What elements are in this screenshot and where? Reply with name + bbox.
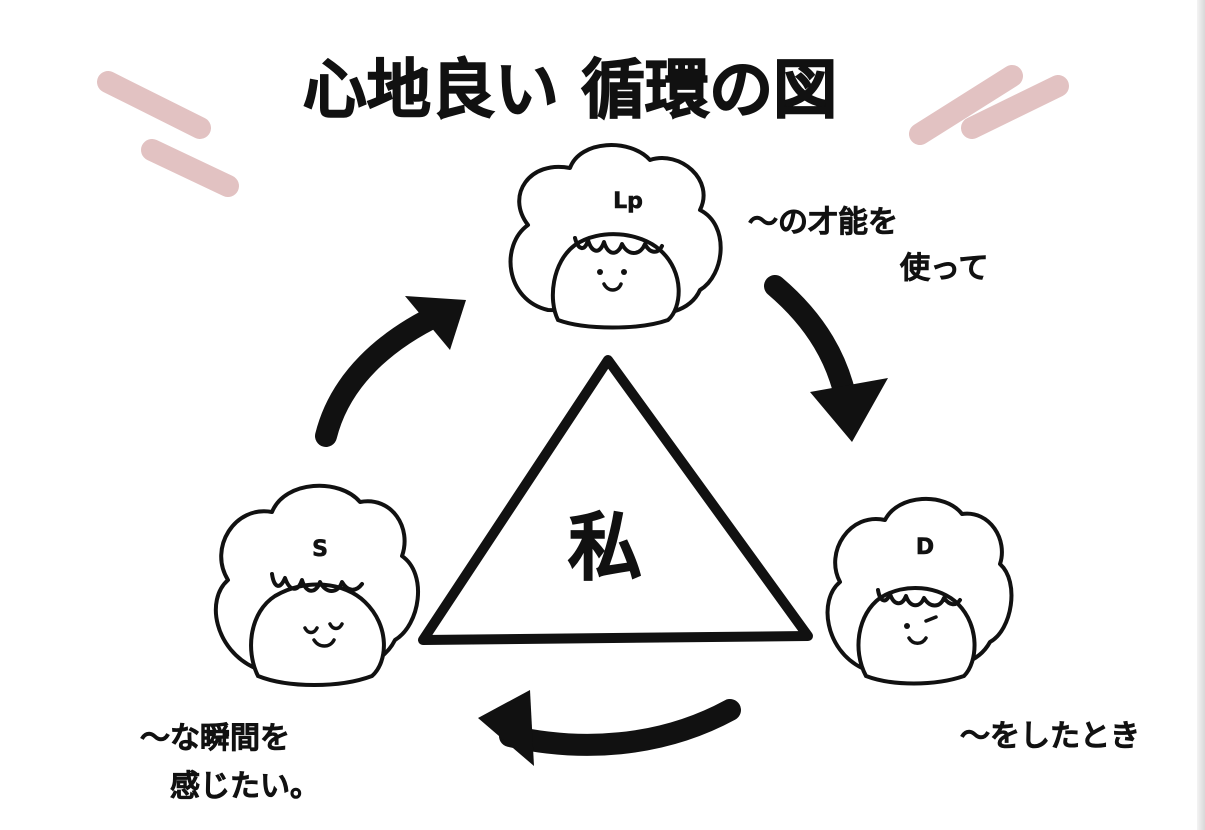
character-bottom-right-bangs: [876, 588, 962, 608]
accent-stroke-left-1: [97, 71, 211, 139]
character-top-eye-left: [597, 269, 603, 275]
diagram-title: 心地良い 循環の図: [303, 54, 837, 128]
arrow-left-up-head: [405, 296, 466, 350]
character-top-bangs: [573, 236, 664, 255]
character-top-eye-right: [621, 269, 627, 275]
arrow-bottom-left-shaft: [499, 699, 741, 756]
character-bottom-left-mouth: [312, 638, 336, 648]
page-edge-shadow: [1197, 0, 1205, 830]
character-bottom-left-eye-right: [328, 622, 344, 631]
accent-stroke-left-2: [141, 139, 239, 197]
character-bottom-right: D: [825, 496, 1014, 686]
character-bottom-left-eye-left: [303, 626, 319, 635]
accent-strokes-right: [909, 65, 1069, 145]
caption-top-right-line1: 〜の才能を: [748, 205, 898, 240]
caption-top-right-line2: 使って: [899, 251, 989, 286]
accent-strokes-left: [97, 71, 239, 197]
accent-stroke-right-2: [961, 75, 1069, 139]
character-bottom-left: S: [213, 483, 420, 687]
character-bottom-left-bangs: [270, 572, 364, 593]
character-bottom-left-face: [249, 582, 386, 687]
character-bottom-left-letter: S: [312, 537, 328, 562]
caption-bottom-left: 〜な瞬間を 感じたい。: [140, 721, 321, 805]
character-bottom-right-mouth: [907, 636, 928, 645]
character-bottom-right-eye-right: [924, 615, 938, 623]
character-bottom-right-eye-left: [904, 623, 910, 629]
caption-bottom-left-line1: 〜な瞬間を: [140, 721, 290, 756]
center-label: 私: [568, 505, 642, 591]
character-top-mouth: [602, 282, 623, 292]
character-top: Lp: [508, 143, 723, 330]
arrow-left-up-shaft: [315, 303, 451, 447]
character-top-letter: Lp: [613, 189, 643, 214]
caption-bottom-left-line2: 感じたい。: [170, 769, 320, 804]
caption-bottom-right: 〜をしたとき: [960, 719, 1140, 754]
arrow-bottom-left-head: [478, 690, 534, 766]
caption-top-right: 〜の才能を 使って: [748, 205, 989, 287]
accent-stroke-right-1: [909, 65, 1023, 145]
center-triangle: [418, 355, 813, 645]
cycle-arrows: [315, 275, 888, 766]
arrow-right-down-head: [810, 378, 888, 442]
character-bottom-right-letter: D: [916, 535, 934, 560]
